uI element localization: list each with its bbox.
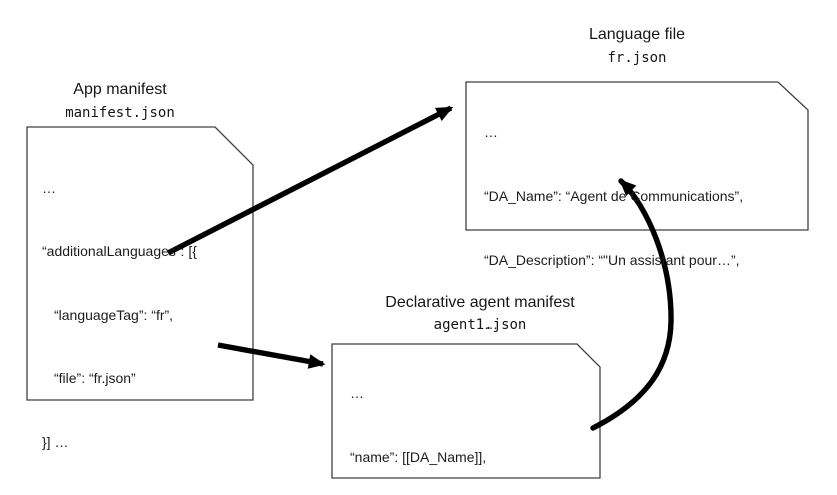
arrow-agent-to-language-file <box>590 178 674 431</box>
code-line: “languageTag”: “fr”, <box>54 306 174 323</box>
code-line: “file”: “fr.json” <box>54 370 136 387</box>
language-file-title: Language file <box>588 26 686 43</box>
code-line: “DA_Name”: “Agent de Communications”, <box>484 188 744 204</box>
code-line: }] … <box>42 433 69 450</box>
language-file-box <box>465 81 809 231</box>
arrow-manifest-to-agent <box>217 342 326 369</box>
code-line: … <box>484 124 498 140</box>
code-line: “declarativeCopilots”: [{ <box>42 490 197 495</box>
agent-manifest-title: Declarative agent manifest <box>385 294 575 311</box>
code-line: … <box>350 385 364 401</box>
app-manifest-title: App manifest <box>73 81 167 98</box>
code-line: … <box>484 316 498 332</box>
code-line: … <box>42 180 56 196</box>
agent-manifest-code: … “name”: [[DA_Name]], “description”: [[… <box>350 345 552 495</box>
app-manifest-filename: manifest.json <box>65 105 175 121</box>
language-file-code: … “DA_Name”: “Agent de Communications”, … <box>484 84 743 372</box>
arrow-manifest-to-language-file <box>166 105 454 256</box>
code-line: “name”: [[DA_Name]], <box>350 449 487 465</box>
agent-manifest-filename: agent1.json <box>433 317 527 333</box>
app-manifest-code: … “additionalLanguages”: [{ “languageTag… <box>42 141 197 495</box>
language-file-filename: fr.json <box>607 50 667 66</box>
app-manifest-box <box>26 126 254 401</box>
code-line: “DA_Description”: “"Un assistant pour…”, <box>484 252 740 268</box>
code-line: “additionalLanguages”: [{ <box>42 243 197 260</box>
